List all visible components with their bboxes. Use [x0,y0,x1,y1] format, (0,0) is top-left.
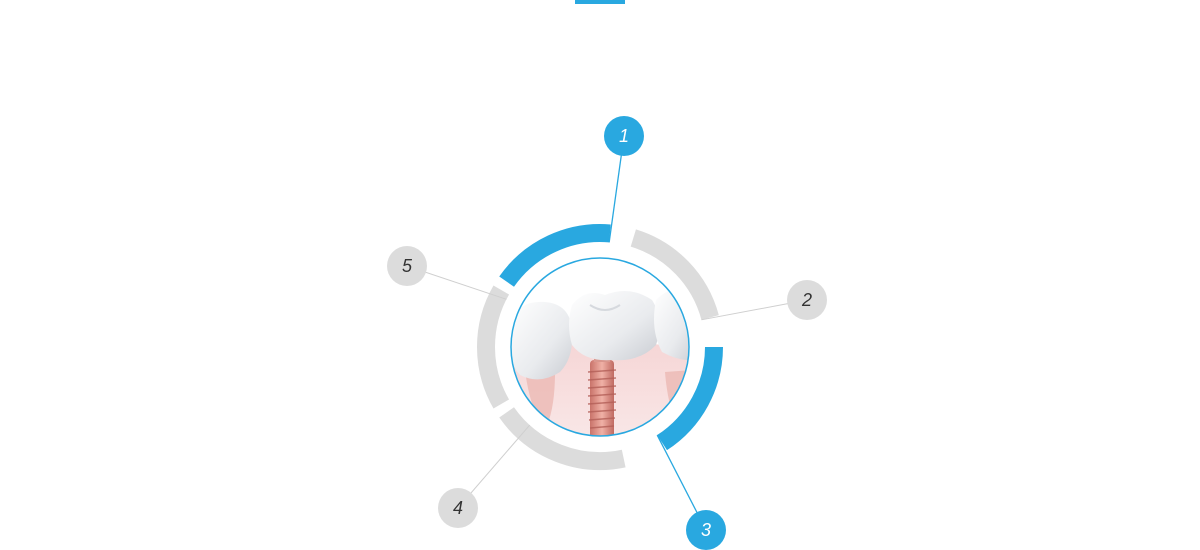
implant-screw [587,348,617,436]
step-arc-1 [499,224,611,287]
step-marker-1[interactable]: 1 [604,116,644,156]
step-arc-2 [630,229,719,321]
step-marker-circle [787,280,827,320]
dental-implant-icon [510,257,690,437]
step-marker-label: 3 [701,520,711,540]
step-marker-label: 1 [619,126,629,146]
step-marker-5[interactable]: 5 [387,246,427,286]
step-marker-label: 5 [402,256,413,276]
top-accent-bar [575,0,625,4]
step-marker-circle [604,116,644,156]
step-marker-circle [686,510,726,550]
step-marker-3[interactable]: 3 [686,510,726,550]
step-marker-circle [387,246,427,286]
illustration-border [510,257,690,437]
step-marker-4[interactable]: 4 [438,488,478,528]
step-marker-label: 2 [801,290,812,310]
step-arc-3 [656,346,723,451]
step-marker-label: 4 [453,498,463,518]
step-markers: 1 2 3 4 5 [387,116,827,550]
step-marker-circle [438,488,478,528]
progress-arcs [477,224,723,470]
step-marker-2[interactable]: 2 [787,280,827,320]
step-arc-4 [499,407,626,470]
step-arc-5 [477,285,510,409]
